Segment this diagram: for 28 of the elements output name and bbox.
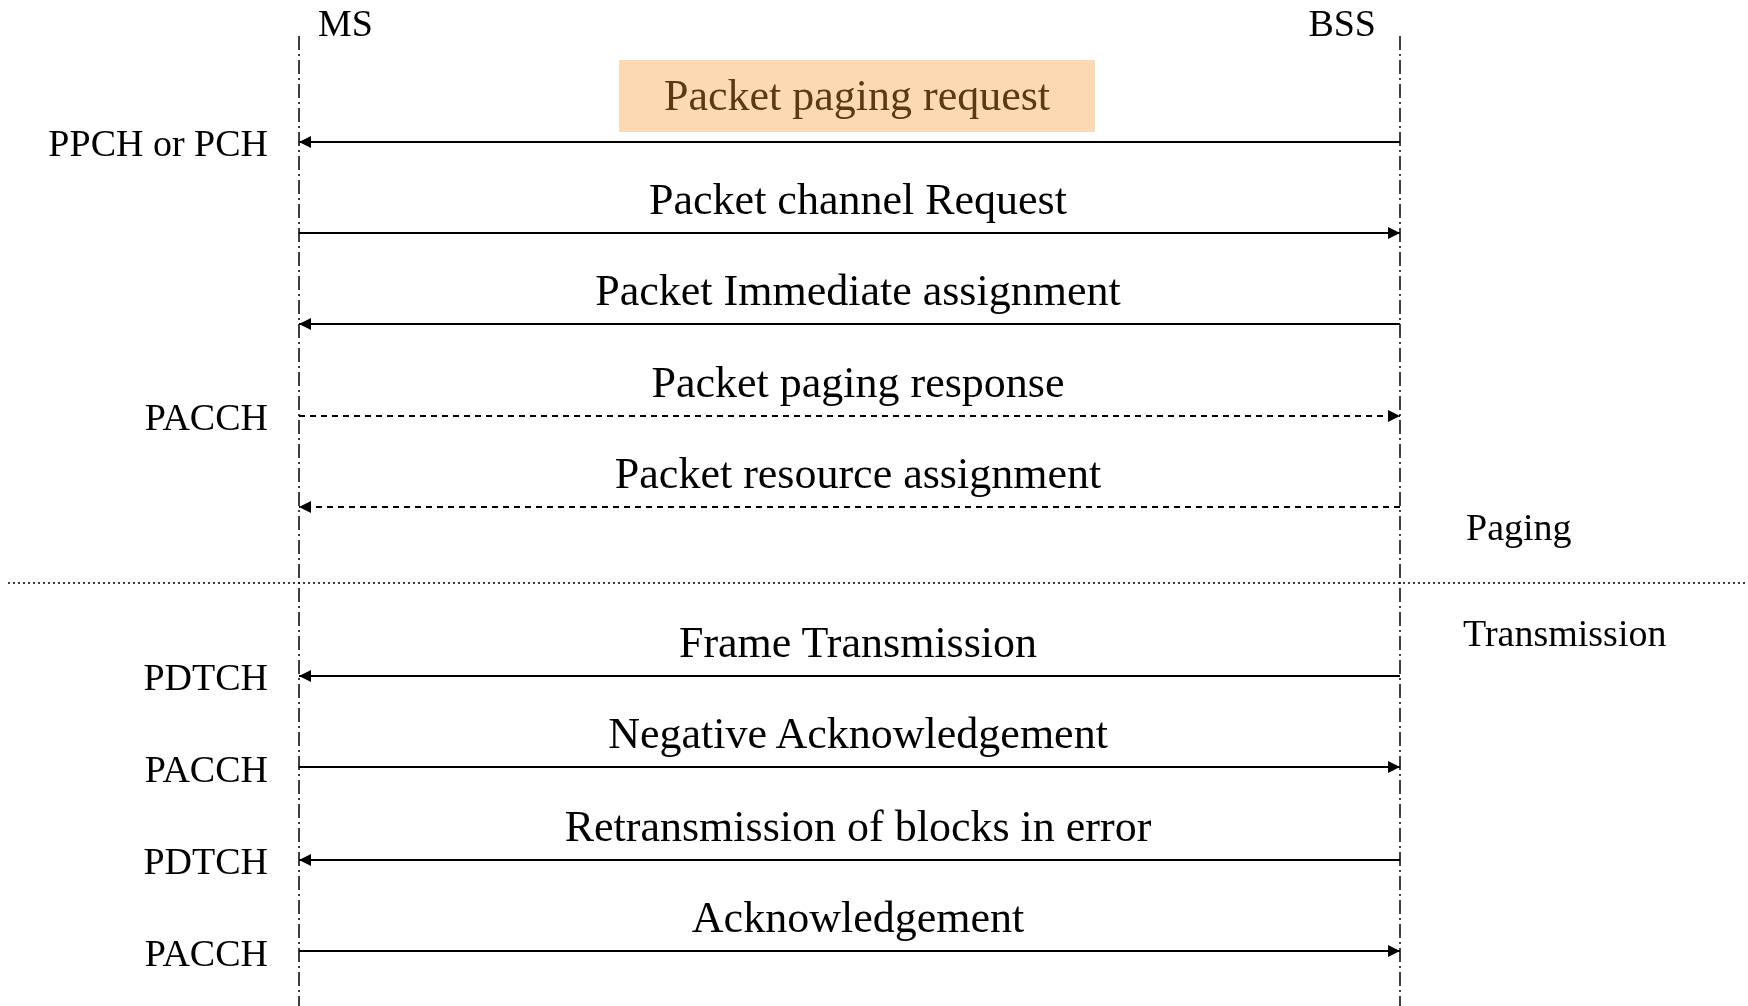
message-arrow — [298, 501, 1401, 513]
message-arrow — [298, 227, 1401, 239]
message-arrow — [298, 854, 1401, 866]
message-arrow — [298, 945, 1401, 957]
edge-label: Retransmission of blocks in error — [564, 805, 1152, 849]
lifeline-label: MS — [318, 4, 373, 42]
message-arrow — [298, 410, 1401, 422]
channel-label: PACCH — [143, 934, 268, 972]
edge-label: Packet resource assignment — [614, 452, 1102, 496]
message-arrow — [298, 670, 1401, 682]
edge-label: Packet paging response — [651, 361, 1065, 405]
edge-label: Acknowledgement — [691, 896, 1025, 940]
edge-label: Packet channel Request — [649, 178, 1067, 222]
lifeline-label: BSS — [1308, 4, 1376, 42]
channel-label: PDTCH — [142, 842, 268, 880]
phase-label: Transmission — [1463, 614, 1667, 652]
channel-label: PACCH — [143, 398, 268, 436]
edge-label: Packet Immediate assignment — [595, 269, 1121, 313]
edge-label: Frame Transmission — [678, 621, 1038, 665]
edge-label: Negative Acknowledgement — [608, 712, 1108, 756]
phase-label: Paging — [1466, 508, 1572, 546]
message-arrow — [298, 761, 1401, 773]
message-arrow — [298, 136, 1401, 148]
message-arrow — [298, 318, 1401, 330]
channel-label: PDTCH — [142, 658, 268, 696]
channel-label: PPCH or PCH — [47, 124, 268, 162]
channel-label: PACCH — [143, 750, 268, 788]
highlighted-edge-label: Packet paging request — [618, 60, 1096, 132]
